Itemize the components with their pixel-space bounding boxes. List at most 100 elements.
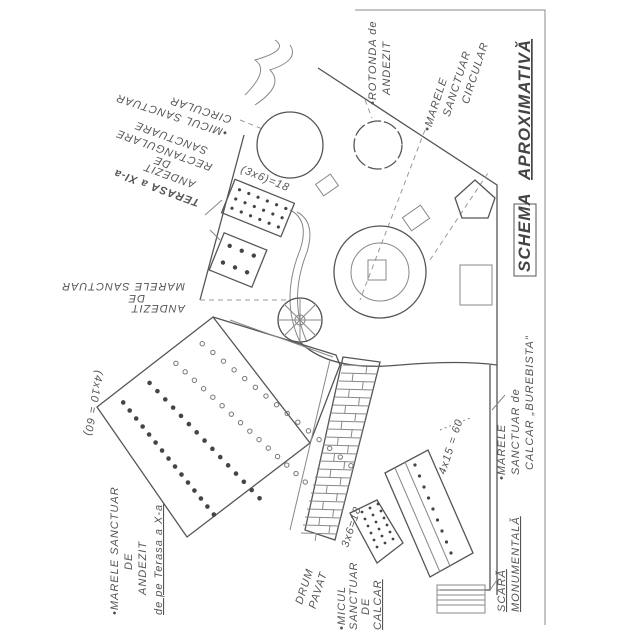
column-base xyxy=(444,540,449,544)
column-base xyxy=(232,265,238,270)
label-marele-circular: •MARELE SANCTUAR CIRCULAR xyxy=(421,41,491,133)
brick xyxy=(334,396,372,406)
column-base xyxy=(256,436,262,443)
column-base xyxy=(153,440,158,445)
column-base xyxy=(225,463,231,468)
column-base xyxy=(374,520,378,524)
column-base xyxy=(166,456,171,461)
brick xyxy=(308,500,346,510)
column-base xyxy=(382,516,386,520)
column-base xyxy=(293,470,299,477)
label-rotonda: •ROTONDA de ANDEZIT xyxy=(367,20,393,105)
column-base xyxy=(305,428,312,434)
column-base xyxy=(140,424,145,429)
column-base xyxy=(257,495,262,501)
column-base xyxy=(431,507,435,511)
column-base xyxy=(251,253,256,258)
column-base xyxy=(120,400,126,405)
column-base xyxy=(326,445,333,452)
label-text: DE xyxy=(123,553,135,570)
arrows xyxy=(204,199,506,591)
label-marele-terasa-x: •MARELE SANCTUAR DE ANDEZIT de pe Terasa… xyxy=(109,486,165,615)
column-base xyxy=(198,496,204,501)
column-base xyxy=(220,358,227,364)
column-base xyxy=(173,360,179,366)
brick xyxy=(338,380,376,390)
column-base xyxy=(159,448,165,453)
column-base xyxy=(280,216,284,220)
label-micul-calcar: •MICUL SANCTUAR DE CALCAR xyxy=(336,561,384,630)
label-text: ANDEZIT xyxy=(137,541,149,596)
marele-sanctuar-calcar-burebista xyxy=(384,449,474,578)
column-base xyxy=(391,537,395,541)
column-base xyxy=(295,419,301,425)
label-text: MARELE SANCTUAR xyxy=(61,280,185,292)
column-base xyxy=(371,513,375,517)
column-base xyxy=(237,419,244,426)
column-base xyxy=(242,375,248,382)
column-base xyxy=(192,488,197,493)
column-base xyxy=(388,530,392,534)
column-base xyxy=(435,518,440,522)
column-base xyxy=(380,534,384,538)
column-base xyxy=(316,436,322,443)
small-structure xyxy=(401,204,431,232)
column-base xyxy=(375,545,379,549)
column-base xyxy=(369,531,373,535)
column-base xyxy=(348,463,354,469)
column-base xyxy=(372,538,376,542)
label-text: DE xyxy=(152,153,172,170)
label-text: •MARELE SANCTUAR xyxy=(109,486,121,615)
label-scara: SCARĂ MONUMENTALĂ xyxy=(495,516,522,612)
column-base xyxy=(265,199,269,203)
column-base xyxy=(217,454,223,460)
label-text: SANCTUAR de xyxy=(510,388,522,475)
brick xyxy=(328,420,366,430)
column-base xyxy=(233,471,239,476)
leader-line xyxy=(439,417,471,431)
small-structure xyxy=(314,173,340,197)
column-base xyxy=(239,210,243,214)
terrace-wall xyxy=(440,365,498,595)
label-text: SANCTUAR xyxy=(348,561,360,630)
brick xyxy=(332,404,370,414)
column-base xyxy=(146,432,152,437)
column-base xyxy=(247,428,253,434)
column-base xyxy=(379,509,383,513)
column-base xyxy=(261,208,266,212)
column-base xyxy=(337,454,344,460)
brick xyxy=(312,484,350,494)
brick xyxy=(314,476,352,486)
page-frame xyxy=(355,9,546,625)
column-base xyxy=(147,380,152,386)
hill-squiggle xyxy=(244,39,293,106)
label-text: CALCAR xyxy=(372,579,384,630)
column-base xyxy=(199,341,205,347)
column-base xyxy=(127,408,132,413)
solar-disc xyxy=(277,297,323,343)
label-text: de pe Terasa a X-a xyxy=(153,504,165,615)
column-base xyxy=(274,203,279,207)
column-base xyxy=(178,413,184,419)
label-text: CALCAR „BUREBISTA" xyxy=(524,335,536,470)
column-base xyxy=(363,517,367,521)
column-base xyxy=(360,510,364,514)
column-base xyxy=(267,221,271,225)
column-base xyxy=(368,506,372,510)
column-base xyxy=(227,243,232,249)
column-base xyxy=(200,386,207,392)
scara-monumentala xyxy=(436,584,486,614)
brick xyxy=(336,388,374,398)
column-base xyxy=(194,430,200,435)
central-apse xyxy=(367,259,387,281)
column-base xyxy=(252,204,256,209)
column-base xyxy=(172,464,178,469)
column-base xyxy=(182,369,188,375)
column-base xyxy=(366,524,370,528)
label-text: DE xyxy=(128,292,145,304)
title-schema-aproximativa: SCHEMA APROXIMATIVĂ xyxy=(513,39,537,277)
label-text: ANDEZIT xyxy=(131,302,186,314)
column-base xyxy=(417,474,422,478)
label-text: SCARĂ xyxy=(495,569,508,612)
